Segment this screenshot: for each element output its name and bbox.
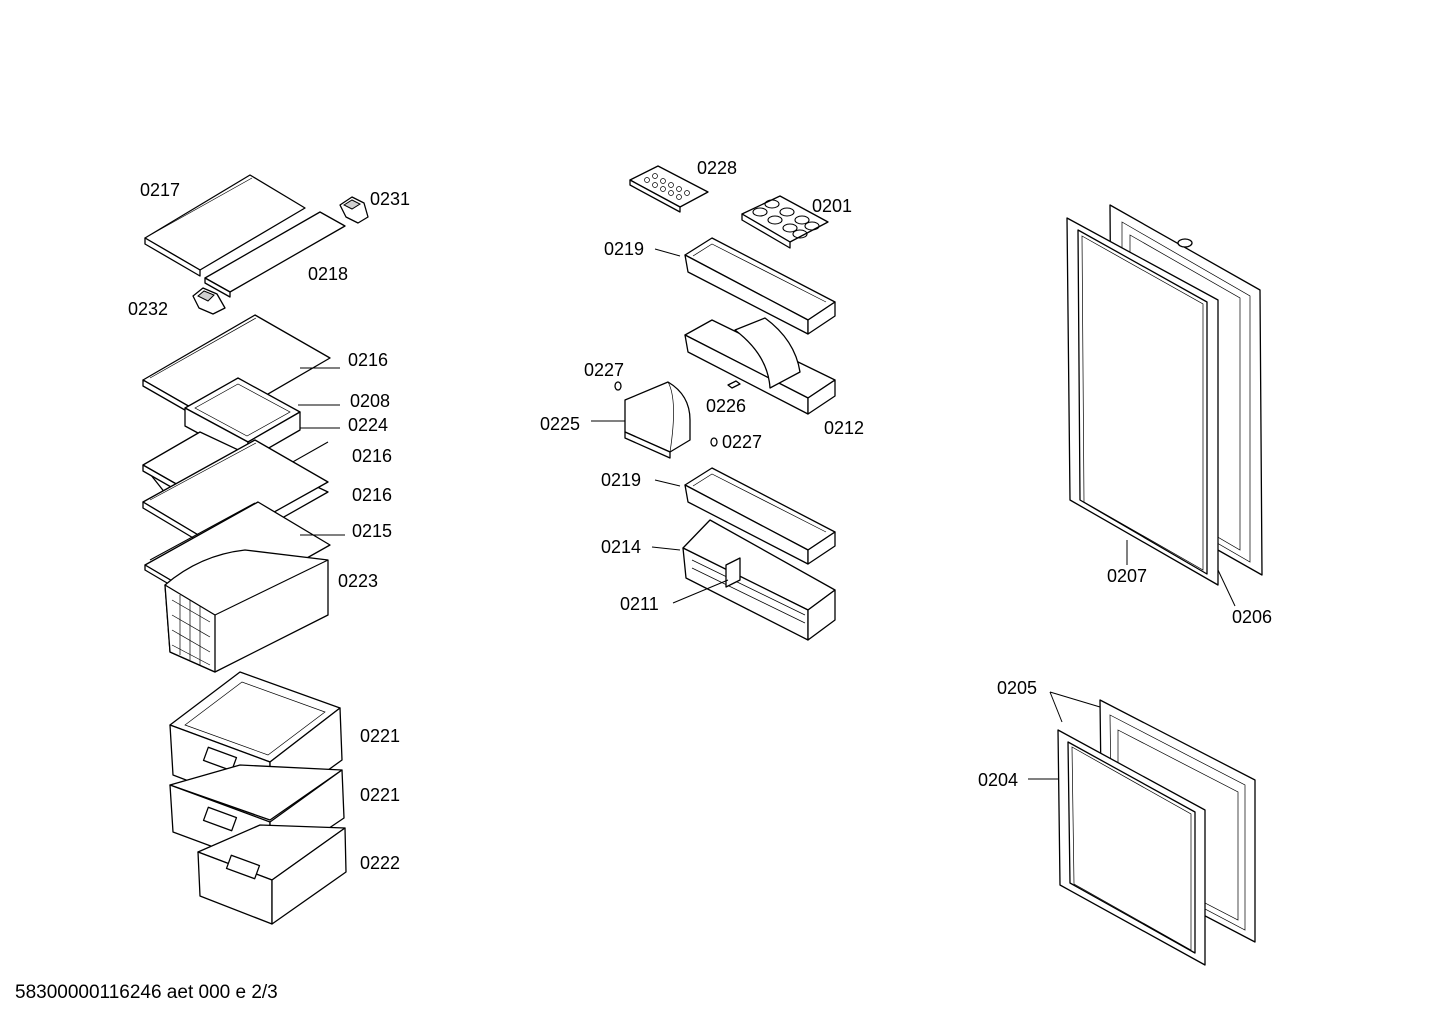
bottle-shelf-0214 bbox=[682, 519, 836, 641]
clip-0231 bbox=[339, 196, 369, 224]
label-0206: 0206 bbox=[1232, 607, 1272, 627]
label-0222: 0222 bbox=[360, 853, 400, 873]
door-shelf-0219-b bbox=[684, 467, 836, 565]
screw-0226 bbox=[727, 380, 741, 389]
label-0216-c: 0216 bbox=[352, 485, 392, 505]
glass-shelf-0217 bbox=[144, 174, 306, 277]
drawer-0222 bbox=[197, 824, 347, 925]
label-0207: 0207 bbox=[1107, 566, 1147, 586]
label-0208: 0208 bbox=[350, 391, 390, 411]
washer-0227-a bbox=[614, 381, 622, 391]
label-0227-b: 0227 bbox=[722, 432, 762, 452]
label-0218: 0218 bbox=[308, 264, 348, 284]
door-shelf-0212 bbox=[684, 317, 836, 415]
label-0232: 0232 bbox=[128, 299, 168, 319]
label-0201: 0201 bbox=[812, 196, 852, 216]
crisper-container-0223 bbox=[164, 549, 329, 673]
label-0217: 0217 bbox=[140, 180, 180, 200]
lower-gasket-0204 bbox=[1057, 729, 1206, 966]
label-0228: 0228 bbox=[697, 158, 737, 178]
label-0204: 0204 bbox=[978, 770, 1018, 790]
bottle-holder-0211 bbox=[725, 557, 741, 588]
clip-0232 bbox=[192, 287, 226, 315]
label-0223: 0223 bbox=[338, 571, 378, 591]
label-0221-b: 0221 bbox=[360, 785, 400, 805]
label-0225: 0225 bbox=[540, 414, 580, 434]
cover-0225 bbox=[624, 381, 691, 459]
egg-tray-0201 bbox=[741, 195, 829, 249]
label-0216-a: 0216 bbox=[348, 350, 388, 370]
label-0226: 0226 bbox=[706, 396, 746, 416]
label-0221-a: 0221 bbox=[360, 726, 400, 746]
shelf-strip-0218 bbox=[204, 211, 346, 298]
upper-gasket-0207 bbox=[1066, 217, 1219, 586]
label-0214: 0214 bbox=[601, 537, 641, 557]
label-0205: 0205 bbox=[997, 678, 1037, 698]
part-labels: 0217 0231 0218 0232 0216 0208 0224 0216 … bbox=[128, 158, 1272, 873]
label-0216-b: 0216 bbox=[352, 446, 392, 466]
label-0219-b: 0219 bbox=[601, 470, 641, 490]
label-0224: 0224 bbox=[348, 415, 388, 435]
document-code: 58300000116246 aet 000 e 2/3 bbox=[15, 982, 278, 1003]
ice-tray-0228 bbox=[629, 165, 709, 213]
door-shelf-0219-a bbox=[684, 237, 836, 335]
label-0211: 0211 bbox=[620, 594, 659, 614]
label-0219-a: 0219 bbox=[604, 239, 644, 259]
label-0215: 0215 bbox=[352, 521, 392, 541]
label-0212: 0212 bbox=[824, 418, 864, 438]
washer-0227-b bbox=[710, 437, 718, 447]
label-0227-a: 0227 bbox=[584, 360, 624, 380]
label-0231: 0231 bbox=[370, 189, 410, 209]
leader-lines bbox=[298, 248, 1236, 780]
